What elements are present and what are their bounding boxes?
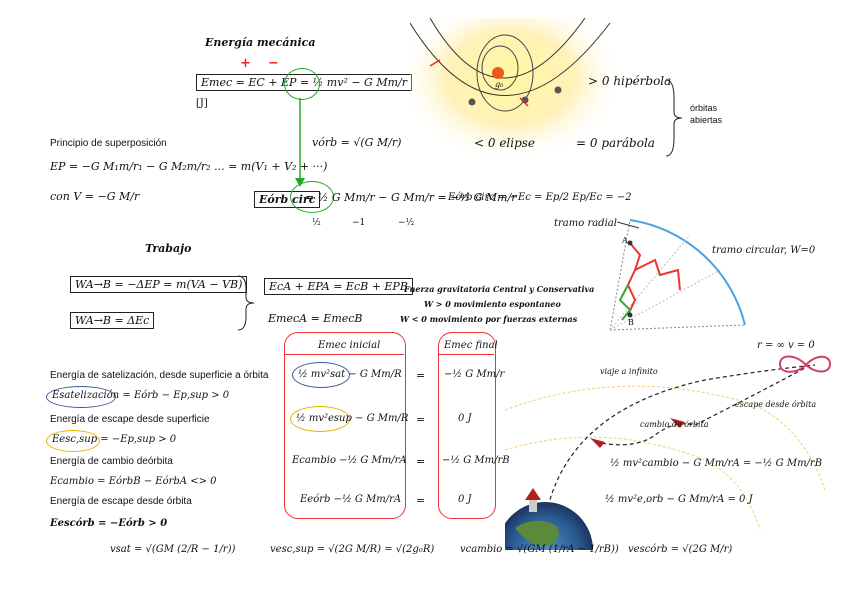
eorb-circ-formula: = ½ G Mm/r − G Mm/r = −½ G Mm/r (305, 191, 517, 204)
fraction-minus-half: −½ (398, 218, 415, 228)
escape-orbit-energy-equation: ½ mv²e,orb − G Mm/rA = 0 J (605, 494, 753, 505)
radial-pointer-icon (617, 221, 640, 229)
energia-mecanica-title: Energía mecánica (205, 36, 316, 49)
vesc-highlight (290, 406, 350, 432)
ellipse-label: < 0 elipse (474, 136, 536, 150)
cambio-orbita-title: Energía de cambio deórbita (50, 456, 173, 467)
conservative-force-note: Fuerza gravitatoria Central y Conservati… (404, 284, 595, 294)
brace-icon (665, 79, 683, 157)
escape-sup-highlight (46, 430, 100, 452)
superposicion-title: Principio de superposición (50, 138, 167, 149)
satelizacion-formula: Esatelización = Eórb − Ep,sup > 0 (52, 390, 230, 401)
escape-superficie-title: Energía de escape desde superficie (50, 414, 210, 425)
kinetic-highlight (284, 68, 320, 100)
table-row-2-eq: = (416, 413, 426, 426)
table-row-3-eq: = (416, 455, 426, 468)
potential-formula: con V = −G M/r (50, 190, 140, 203)
table-row-1-eq: = (416, 369, 426, 382)
vescorb-formula: vescórb = √(2G M/r) (628, 544, 733, 555)
escape-superficie-formula: Eesc,sup = −Ep,sup > 0 (52, 434, 177, 445)
field-paths-diagram (609, 219, 746, 331)
negative-work-note: W < 0 movimiento por fuerzas externas (400, 314, 578, 324)
table-row-1-right: −½ G Mm/r (444, 369, 505, 380)
trajectory-label-cambio: cambio de órbita (640, 420, 709, 429)
cambio-orbita-formula: Ecambio = EórbB − EórbA <> 0 (50, 476, 217, 487)
right-brace-icon (237, 275, 255, 331)
table-row-3-right: −½ G Mm/rB (442, 455, 510, 466)
satelizacion-title: Energía de satelización, desde superfici… (50, 370, 269, 381)
parabola-label: = 0 parábola (576, 136, 655, 150)
eorb-relation: Eórb circ = −Ec = Ep/2 Ep/Ec = −2 (448, 192, 632, 203)
superposicion-formula: EP = −G M₁m/r₁ − G M₂m/r₂ ... = m(V₁ + V… (50, 160, 328, 173)
table-row-4-right: 0 J (458, 494, 472, 505)
vsat-formula: vsat = √(GM (2/R − 1/r)) (110, 544, 236, 555)
tramo-circular-label: tramo circular, W=0 (712, 245, 816, 256)
fraction-half: ½ (312, 218, 321, 228)
emec-final-column (438, 332, 496, 519)
emec-conservation-formula: EmecA = EmecB (268, 312, 363, 325)
table-row-3-left: Ecambio −½ G Mm/rA (292, 455, 407, 466)
point-B-label: B (628, 318, 634, 327)
satelizacion-highlight (46, 386, 116, 408)
table-row-2-right: 0 J (458, 413, 472, 424)
minus-sign: − (268, 56, 279, 71)
point-A-label: A (622, 236, 628, 245)
table-row-2-left: ½ mv²esup − G Mm/R (296, 413, 409, 424)
work-kinetic-formula: WA→B = ΔEc (70, 312, 155, 329)
tramo-radial-label: tramo radial (554, 218, 617, 229)
table-row-1-left: ½ mv²sat − G Mm/R (298, 369, 402, 380)
plus-sign: + (240, 56, 251, 71)
abiertas-label-1: órbitas (690, 103, 718, 113)
escape-orbita-formula: Eescórb = −Eórb > 0 (50, 518, 168, 529)
table-row-4-eq: = (416, 494, 426, 507)
orbits-diagram (410, 18, 625, 158)
infinity-condition: r = ∞ v = 0 (757, 340, 815, 351)
vesc-sup-formula: vesc,sup = √(2G M/R) = √(2g₀R) (270, 544, 435, 555)
trajectory-label-escape: escape desde órbita (735, 400, 817, 409)
emec-initial-column (284, 332, 406, 519)
positive-work-note: W > 0 movimiento espontaneo (424, 299, 561, 309)
circ-kinetic-highlight (290, 181, 334, 213)
escape-orbita-title: Energía de escape desde órbita (50, 496, 192, 507)
final-header-divider (438, 354, 494, 355)
emec-initial-header: Emec inicial (318, 340, 381, 351)
hyperbola-label: > 0 hipérbola (588, 74, 672, 88)
energy-conservation-formula: EcA + EPA = EcB + EPB (264, 278, 413, 295)
trabajo-title: Trabajo (145, 242, 192, 255)
table-row-4-left: Eeórb −½ G Mm/rA (300, 494, 402, 505)
fraction-minus-one: −1 (352, 218, 366, 228)
initial-header-divider (284, 354, 404, 355)
orbital-speed-formula: vórb = √(G M/r) (312, 136, 402, 149)
cambio-energy-equation: ½ mv²cambio − G Mm/rA = −½ G Mm/rB (610, 458, 823, 469)
trajectory-label-infinity: viaje a infinito (600, 367, 658, 376)
unit-label: [J] (196, 98, 208, 109)
vcambio-formula: vcambio = √(GM (1/rA − 1/rB)) (460, 544, 619, 555)
abiertas-label-2: abiertas (690, 115, 723, 125)
emec-final-header: Emec final (444, 340, 498, 351)
g0-label: g₀ (495, 80, 504, 89)
escape-trajectories-diagram (505, 355, 832, 550)
green-arrow-icon (295, 98, 305, 187)
work-potential-formula: WA→B = −ΔEP = m(VA − VB) (70, 276, 248, 293)
vsat-highlight (292, 362, 350, 388)
